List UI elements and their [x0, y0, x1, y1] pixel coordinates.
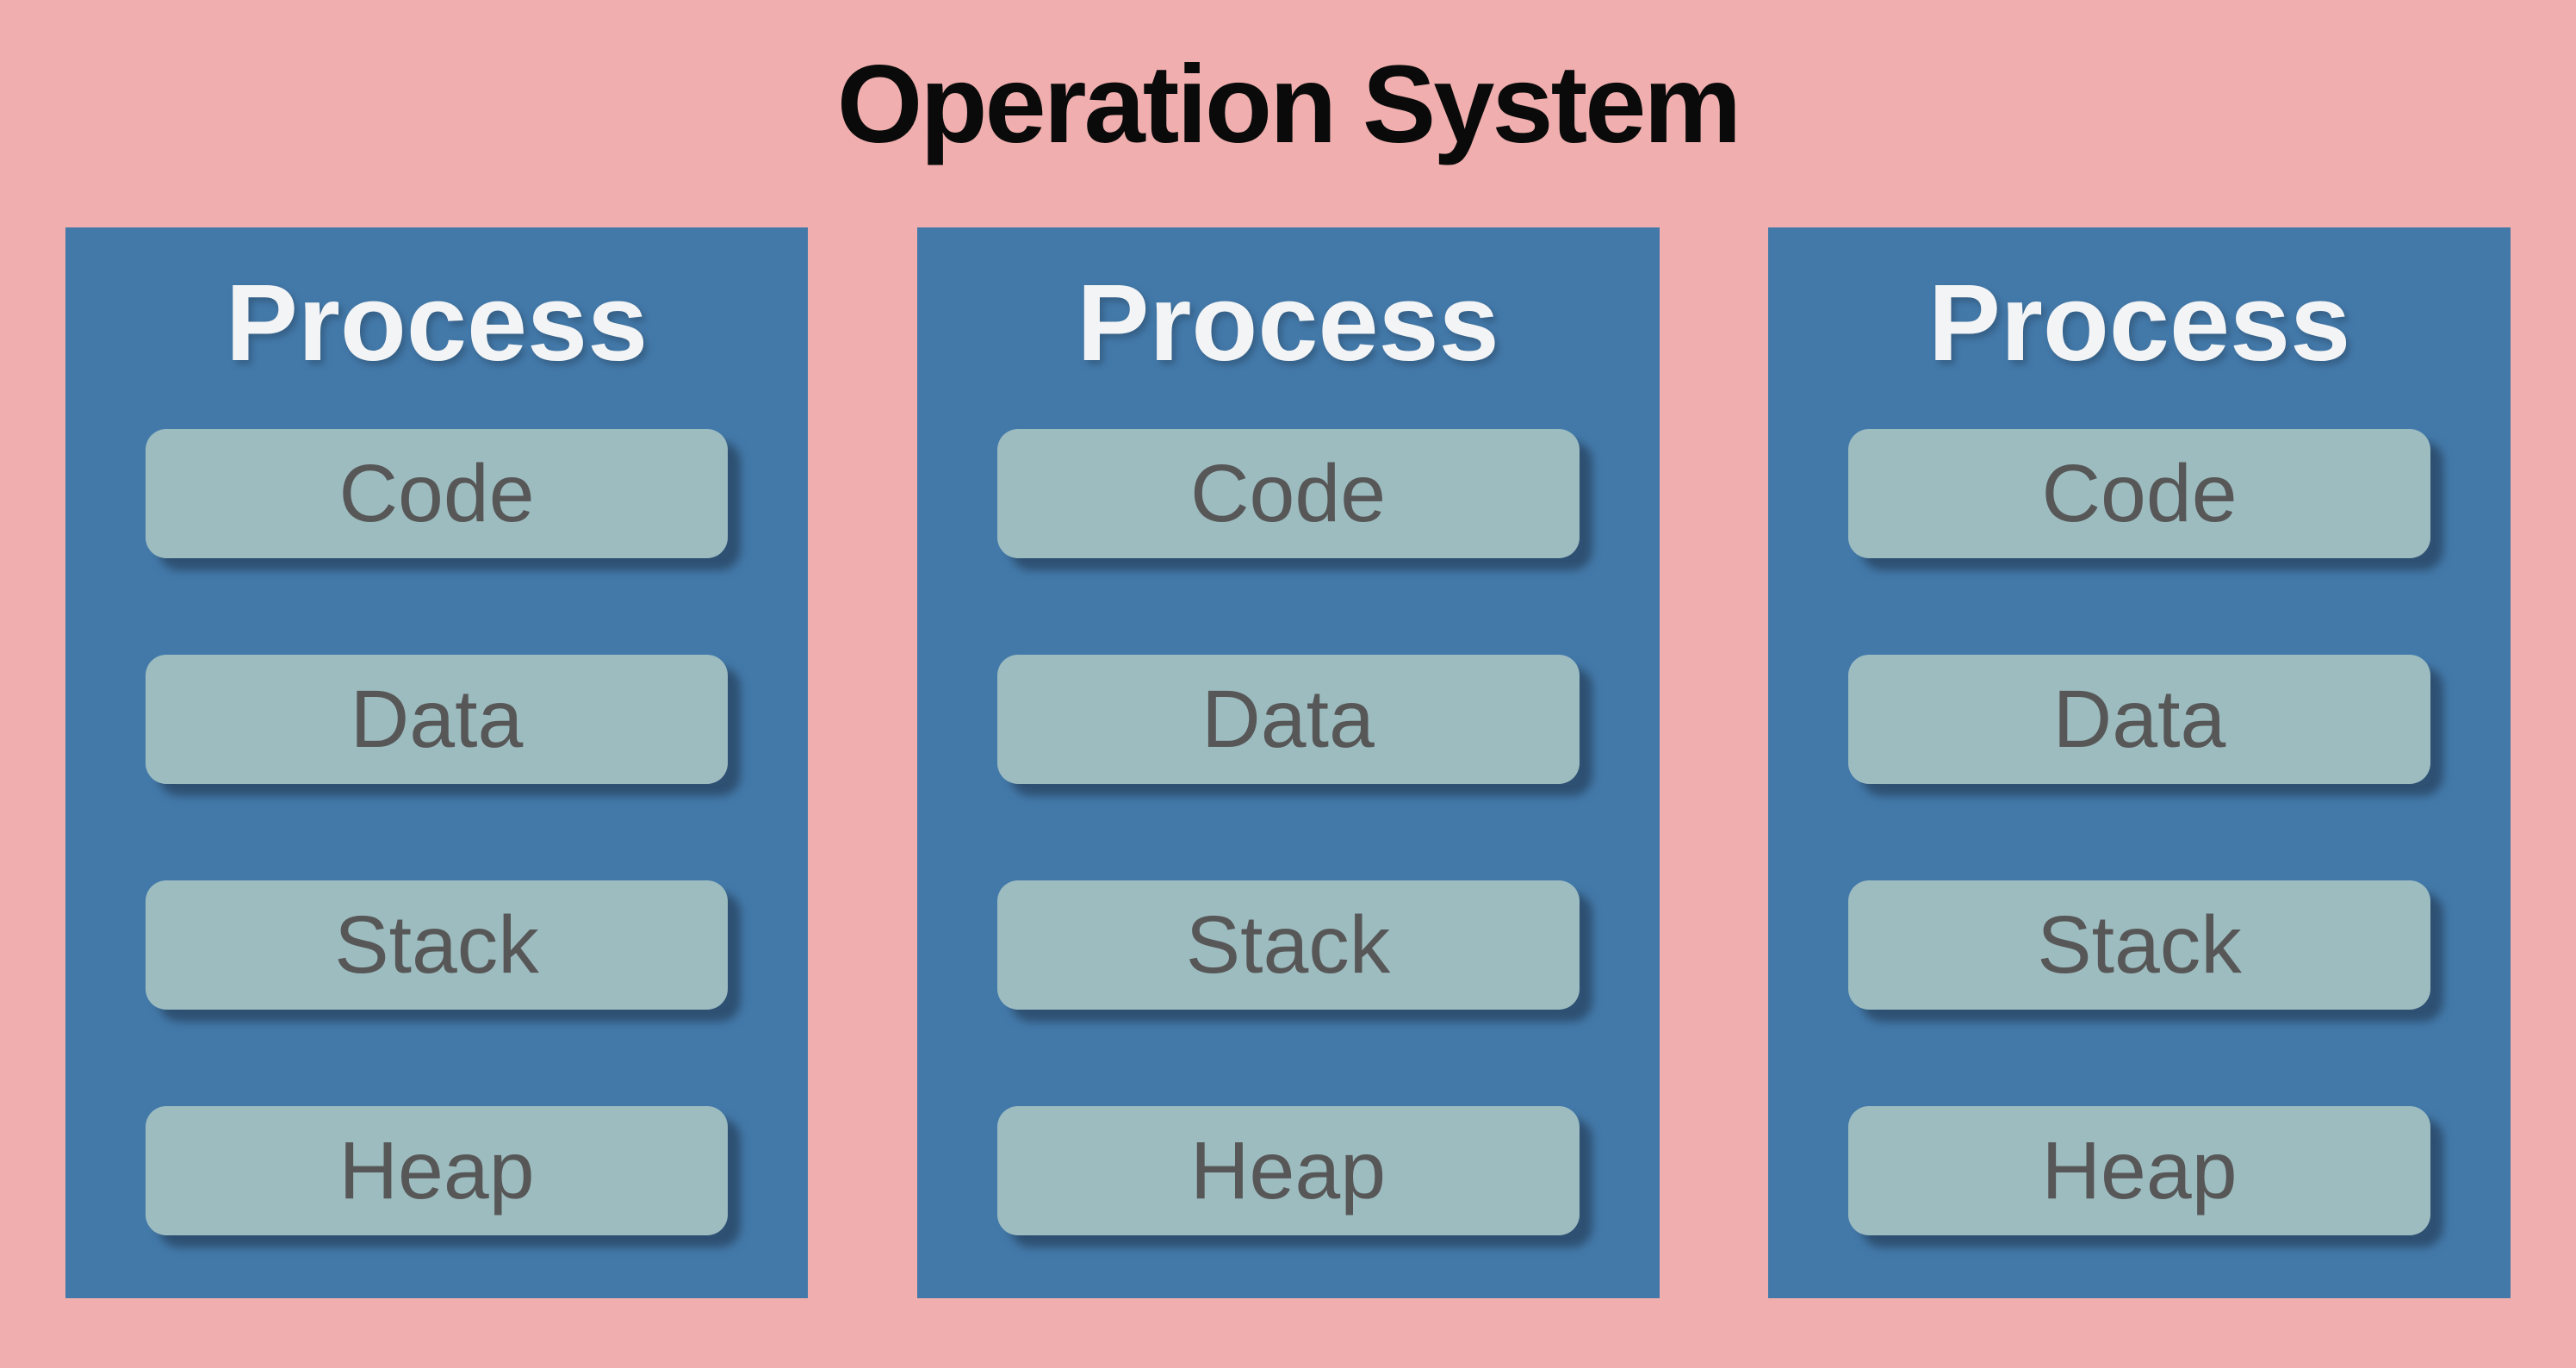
- segment-code: Code: [996, 429, 1580, 558]
- segment-heap: Heap: [996, 1106, 1580, 1235]
- process-title: Process: [1927, 261, 2351, 383]
- segment-stack: Stack: [146, 880, 728, 1010]
- process-card-1: Process Code Data Stack Heap: [65, 227, 808, 1298]
- segment-code: Code: [146, 429, 728, 558]
- process-row: Process Code Data Stack Heap Process Cod…: [65, 227, 2511, 1298]
- segment-heap: Heap: [146, 1106, 728, 1235]
- process-title: Process: [225, 261, 649, 383]
- segment-data: Data: [1848, 655, 2430, 784]
- segment-data: Data: [146, 655, 728, 784]
- segment-heap: Heap: [1848, 1106, 2430, 1235]
- segment-code: Code: [1848, 429, 2430, 558]
- page-title: Operation System: [836, 43, 1741, 166]
- segment-stack: Stack: [996, 880, 1580, 1010]
- segment-stack: Stack: [1848, 880, 2430, 1010]
- process-card-2: Process Code Data Stack Heap: [916, 227, 1660, 1298]
- process-card-3: Process Code Data Stack Heap: [1768, 227, 2511, 1298]
- process-title: Process: [1077, 261, 1499, 383]
- segment-data: Data: [996, 655, 1580, 784]
